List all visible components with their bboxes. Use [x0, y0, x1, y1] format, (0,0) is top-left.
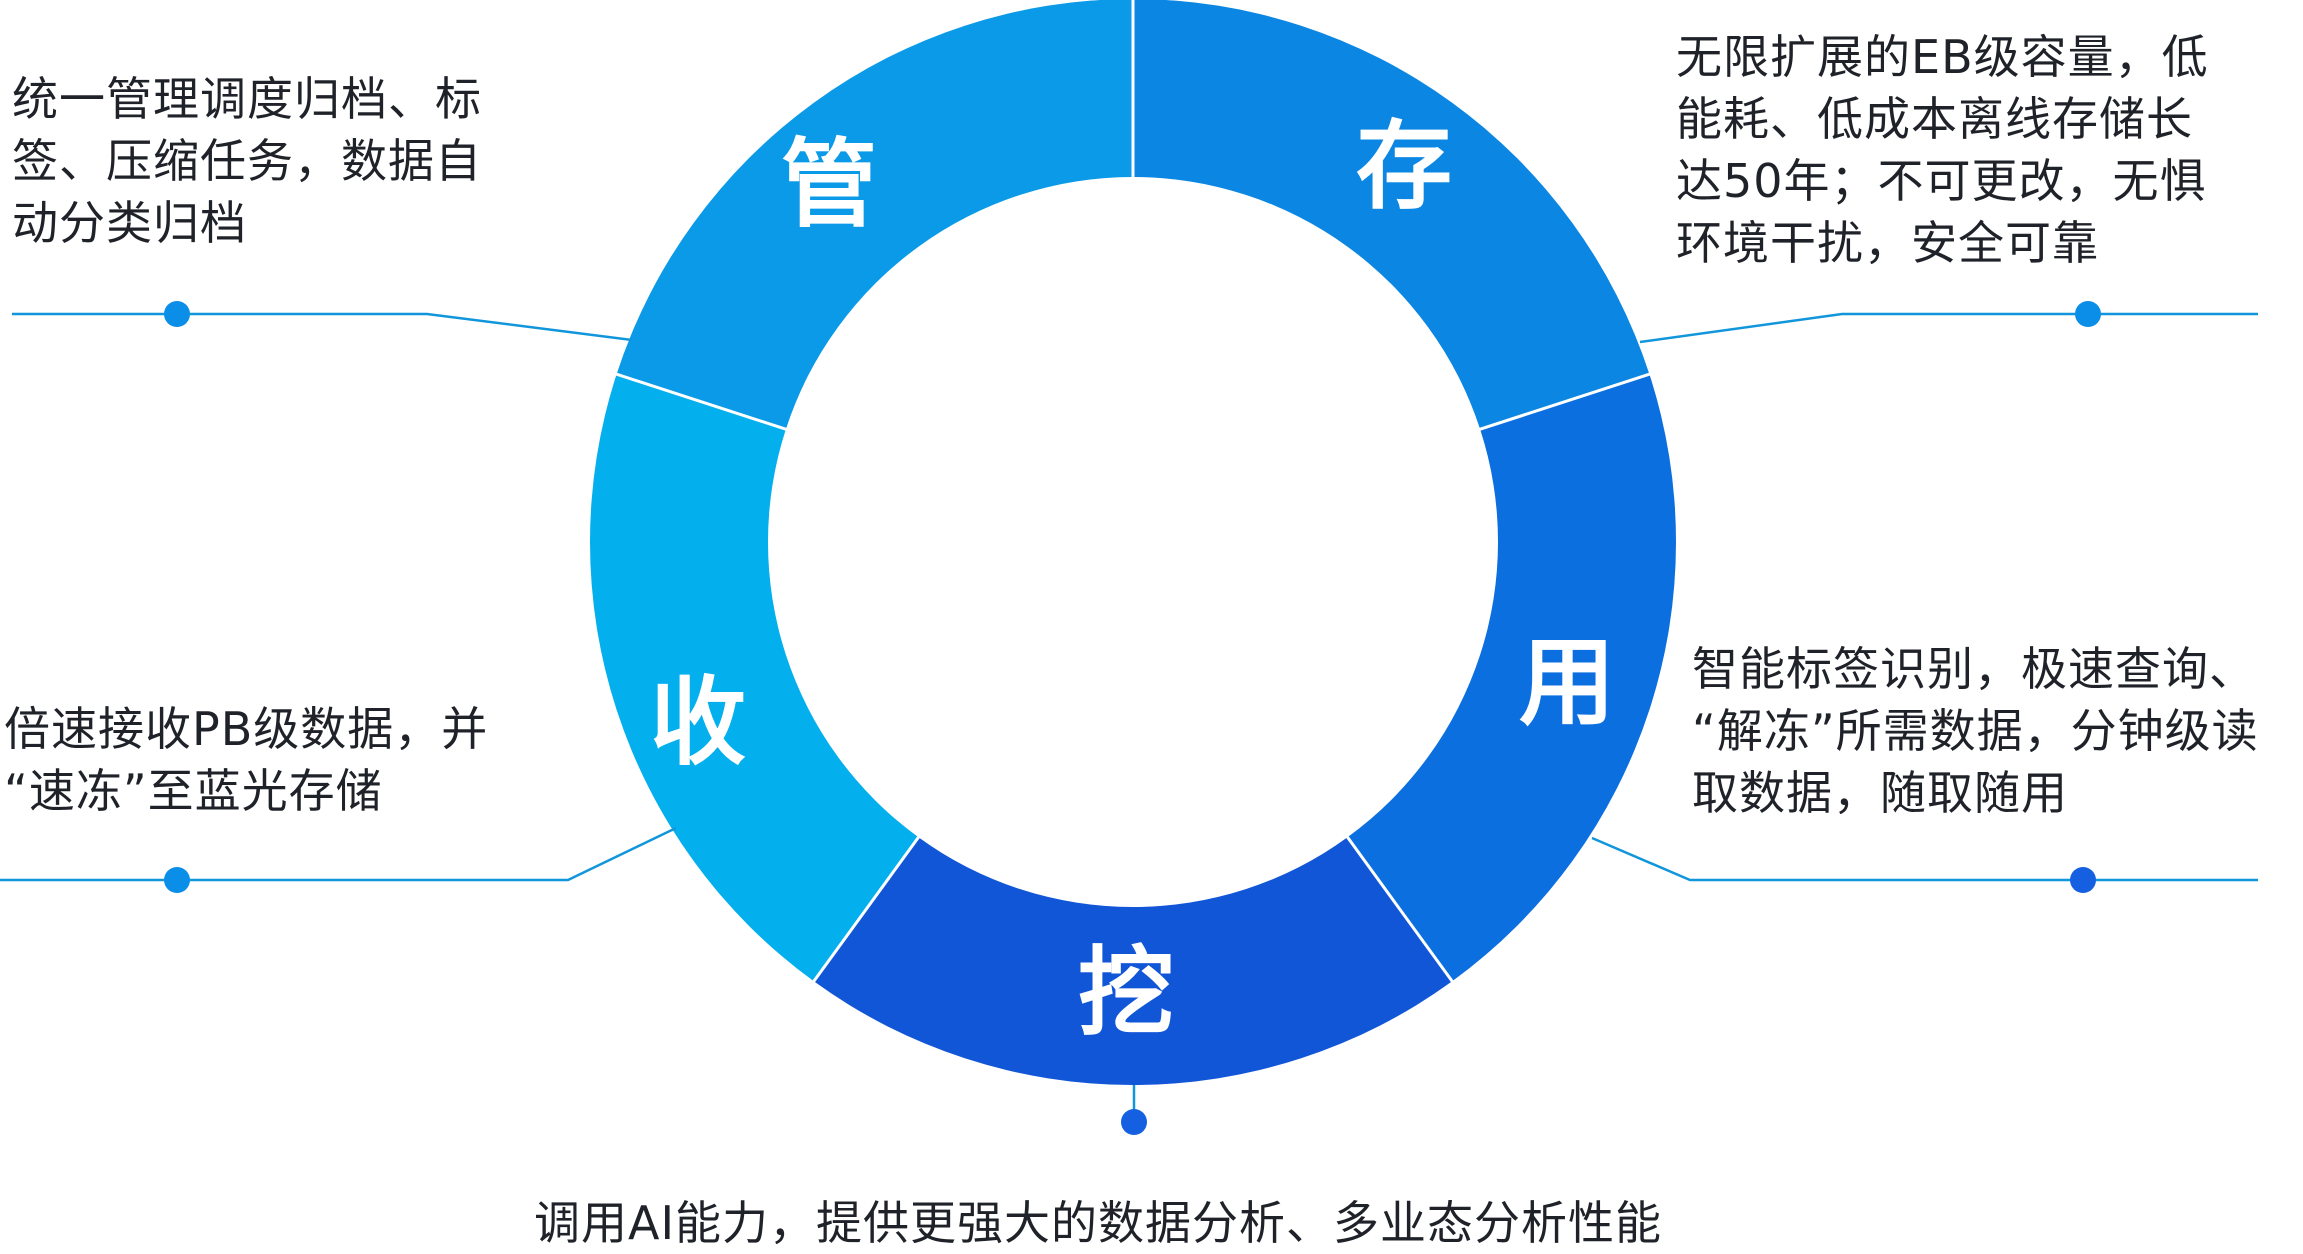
segment-label-mine: 挖 — [1078, 936, 1174, 1048]
ring-dividers — [614, 0, 1652, 984]
ring-segment-use — [1347, 374, 1676, 982]
description-manage-line: 动分类归档 — [12, 196, 247, 250]
leader-line-use — [1591, 836, 2258, 882]
ring-divider — [614, 372, 789, 432]
ring-segment-mine — [813, 837, 1453, 1085]
description-use: 智能标签识别，极速查询、 “解冻”所需数据，分钟级读 取数据，随取随用 — [1692, 638, 2259, 824]
ring-divider — [1345, 834, 1455, 984]
leader-dot-mine — [1121, 1109, 1147, 1135]
description-mine-line: 调用AI能力，提供更强大的数据分析、多业态分析性能 — [534, 1196, 1663, 1250]
description-use-line: 智能标签识别，极速查询、 — [1692, 642, 2256, 696]
segment-label-use: 用 — [1519, 626, 1615, 738]
ring-segment-store — [1133, 0, 1650, 430]
ring-segment-manage — [616, 0, 1133, 430]
description-store-line: 无限扩展的EB级容量，低 — [1676, 30, 2209, 84]
description-manage: 统一管理调度归档、标 签、压缩任务，数据自 动分类归档 — [12, 68, 482, 254]
description-store-line: 能耗、低成本离线存储长 — [1676, 92, 2193, 146]
description-receive-line: “速冻”至蓝光存储 — [4, 764, 383, 818]
leader-dots — [164, 301, 2101, 1135]
leader-dot-store — [2075, 301, 2101, 327]
description-use-line: 取数据，随取随用 — [1692, 766, 2068, 820]
leader-dot-receive — [164, 867, 190, 893]
description-store: 无限扩展的EB级容量，低 能耗、低成本离线存储长 达50年；不可更改，无惧 环境… — [1676, 26, 2209, 274]
ring-labels: 管 存用挖 收 — [650, 110, 1615, 1048]
leader-dot-manage — [164, 301, 190, 327]
ring-segment-receive — [590, 374, 919, 982]
leader-line-manage — [12, 312, 633, 342]
segment-label-store: 存 — [1356, 110, 1452, 222]
ring-segments — [590, 0, 1676, 1085]
description-mine: 调用AI能力，提供更强大的数据分析、多业态分析性能 — [534, 1192, 1662, 1254]
description-manage-line: 统一管理调度归档、标 — [12, 72, 482, 126]
leader-dot-use — [2070, 867, 2096, 893]
ring-divider — [1477, 372, 1652, 432]
segment-label-receive: 收 — [650, 666, 746, 778]
description-receive-line: 倍速接收PB级数据，并 — [4, 702, 489, 756]
description-receive: 倍速接收PB级数据，并 “速冻”至蓝光存储 — [4, 698, 488, 822]
description-use-line: “解冻”所需数据，分钟级读 — [1692, 704, 2259, 758]
ring-divider — [811, 834, 921, 984]
leader-line-receive — [0, 826, 677, 882]
description-store-line: 环境干扰，安全可靠 — [1676, 216, 2099, 270]
description-manage-line: 签、压缩任务，数据自 — [12, 134, 482, 188]
segment-label-manage: 管 — [781, 128, 877, 240]
leader-line-store — [1639, 312, 2258, 344]
description-store-line: 达50年；不可更改，无惧 — [1676, 154, 2207, 208]
